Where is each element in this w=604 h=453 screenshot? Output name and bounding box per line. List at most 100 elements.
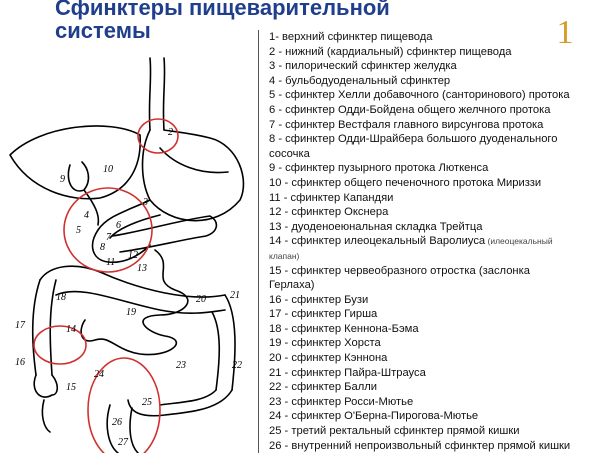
liver [9,125,141,200]
diagram-label-18: 18 [56,292,66,303]
sphincter-list-item: 14 - сфинктер илеоцекальный Варолиуса (и… [258,234,602,249]
descending-colon [211,294,236,391]
sphincter-list-item: 17 - сфинктер Гирша [258,307,602,322]
diagram-label-2: 2 [168,127,173,138]
diagram-label-25: 25 [142,397,152,408]
sphincter-text: 4 - бульбодуоденальный сфинктер [269,74,451,87]
sphincter-text: 2 - нижний (кардиальный) сфинктер пищево… [269,45,512,58]
sphincter-list-item: 3 - пилорический сфинктер желудка [258,59,602,74]
sphincter-text: 20 - сфинктер Кэннона [269,352,388,365]
sphincter-note: (илеоцекальный [485,236,553,247]
sphincter-text: 26 - внутренний непроизвольный сфинктер … [269,439,571,452]
sphincter-text: 23 - сфинктер Росси-Мютье [269,395,414,408]
sphincter-text: 25 - третий ректальный сфинктер прямой к… [269,425,520,438]
sphincter-list-item: 6 - сфинктер Одди-Бойдена общего желчног… [258,102,602,118]
sphincter-text: 17 - сфинктер Гирша [269,308,378,321]
sphincter-text: 5 - сфинктер Хелли добавочного (санторин… [269,89,570,102]
sphincter-list-item: 20 - сфинктер Кэннона [258,351,602,366]
sphincter-list-item: 18 - сфинктер Кеннона-Бэма [258,321,602,337]
sphincter-text: 10 - сфинктер общего печеночного протока… [269,176,542,189]
diagram-label-20: 20 [196,294,206,305]
diagram-label-5: 5 [76,225,81,236]
diagram-label-3: 3 [142,197,148,208]
gallbladder [67,161,90,192]
diagram-label-4: 4 [84,210,89,221]
sphincter-text: 12 - сфинктер Окснера [269,206,389,219]
diagram-label-6: 6 [116,220,121,231]
sphincter-text: 3 - пилорический сфинктер желудка [269,60,457,73]
diagram-label-21: 21 [230,290,240,301]
slide-number-badge: 1 [556,14,574,51]
sphincter-text: 11 - сфинктер Капандяи [269,191,394,204]
sphincter-text: 14 - сфинктер илеоцекальный Варолиуса [269,235,486,248]
diagram-label-12: 12 [128,250,138,261]
highlight-ring-pylorus-duodenum [63,187,153,273]
diagram-label-26: 26 [112,417,122,428]
diagram-label-24: 24 [94,369,104,380]
pancreas [111,215,218,253]
stomach [141,129,245,222]
sphincter-list-item: 7 - сфинктер Вестфаля главного вирсунгов… [258,117,602,133]
sphincter-list-item: 5 - сфинктер Хелли добавочного (санторин… [258,88,602,103]
sphincter-list-item: 26 - внутренний непроизвольный сфинктер … [258,438,602,453]
sphincter-text: 15 - сфинктер червеобразного отростка (з… [269,264,530,277]
highlight-ring-rectum [87,357,161,453]
sphincter-list-item: 11 - сфинктер Капандяи [258,190,602,206]
diagram-label-19: 19 [126,307,136,318]
sphincter-list: 1- верхний сфинктер пищевода 2 - нижний (… [258,30,602,453]
sphincter-text: 18 - сфинктер Кеннона-Бэма [269,322,419,335]
diagram-label-27: 27 [118,437,129,448]
sphincter-list-item: клапан) [258,248,602,264]
sphincter-list-item: 13 - дуоденоеюнальная складка Трейтца [258,219,602,235]
sphincter-list-item: 15 - сфинктер червеобразного отростка (з… [258,263,602,279]
sphincter-text: Герлаха) [269,279,315,292]
sphincter-text: 22 - сфинктер Балли [269,381,378,394]
title-line-1: Сфинктеры пищеварительной [55,0,390,20]
transverse-colon [39,265,226,314]
diagram-label-8: 8 [100,242,105,253]
title-line-2: системы [55,18,151,43]
diagram-label-14: 14 [66,324,76,335]
sphincter-list-item: 24 - сфинктер О'Берна-Пирогова-Мютье [258,409,602,425]
sphincter-list-item: 19 - сфинктер Хорста [258,336,602,352]
diagram-label-11: 11 [106,257,115,268]
sphincter-text: 8 - сфинктер Одди-Шрайбера большого дуод… [269,133,558,146]
diagram-label-15: 15 [66,382,76,393]
sphincter-text: 6 - сфинктер Одди-Бойдена общего желчног… [269,103,551,116]
sphincter-list-item: 10 - сфинктер общего печеночного протока… [258,175,602,191]
sphincter-note: клапан) [269,250,300,261]
sphincter-text: сосочка [269,147,310,160]
sphincter-list-item: 25 - третий ректальный сфинктер прямой к… [258,424,602,439]
sphincter-list-item: 1- верхний сфинктер пищевода [258,30,602,45]
sphincter-text: 9 - сфинктер пузырного протока Люткенса [269,162,489,175]
sphincter-list-item: 16 - сфинктер Бузи [258,292,602,308]
sphincter-list-item: 9 - сфинктер пузырного протока Люткенса [258,161,602,176]
diagram-label-13: 13 [137,263,147,274]
page-title: Сфинктеры пищеварительной системы [55,0,455,42]
sphincter-list-item: 22 - сфинктер Балли [258,380,602,395]
sphincter-text: 1- верхний сфинктер пищевода [269,31,433,43]
esophagus [148,57,166,131]
rectum [106,404,139,453]
sphincter-list-item: 23 - сфинктер Росси-Мютье [258,394,602,410]
sphincter-list-item: Герлаха) [258,278,602,293]
sphincter-list-item: 4 - бульбодуоденальный сфинктер [258,73,602,89]
sphincter-text: 13 - дуоденоеюнальная складка Трейтца [269,220,483,233]
highlight-ring-ileocaecal [33,325,87,365]
appendix [41,399,51,433]
diagram-labels: 1234567891011121314151617181920212223242… [15,127,242,448]
digestive-system-diagram: 1234567891011121314151617181920212223242… [9,57,245,453]
sphincter-text: 19 - сфинктер Хорста [269,337,381,350]
diagram-label-7: 7 [106,232,112,243]
sphincter-text: 7 - сфинктер Вестфаля главного вирсунгов… [269,118,544,131]
sphincter-list-item: 12 - сфинктер Окснера [258,205,602,220]
sphincter-list-item: 21 - сфинктер Пайра-Штрауса [258,365,602,381]
diagram-label-9: 9 [60,174,65,185]
diagram-label-23: 23 [176,360,186,371]
sphincter-list-item: сосочка [258,146,602,162]
small-intestine [80,249,189,356]
sphincter-list-item: 8 - сфинктер Одди-Шрайбера большого дуод… [258,132,602,147]
diagram-label-10: 10 [103,164,113,175]
sphincter-text: 24 - сфинктер О'Берна-Пирогова-Мютье [269,410,479,423]
diagram-label-22: 22 [232,360,242,371]
